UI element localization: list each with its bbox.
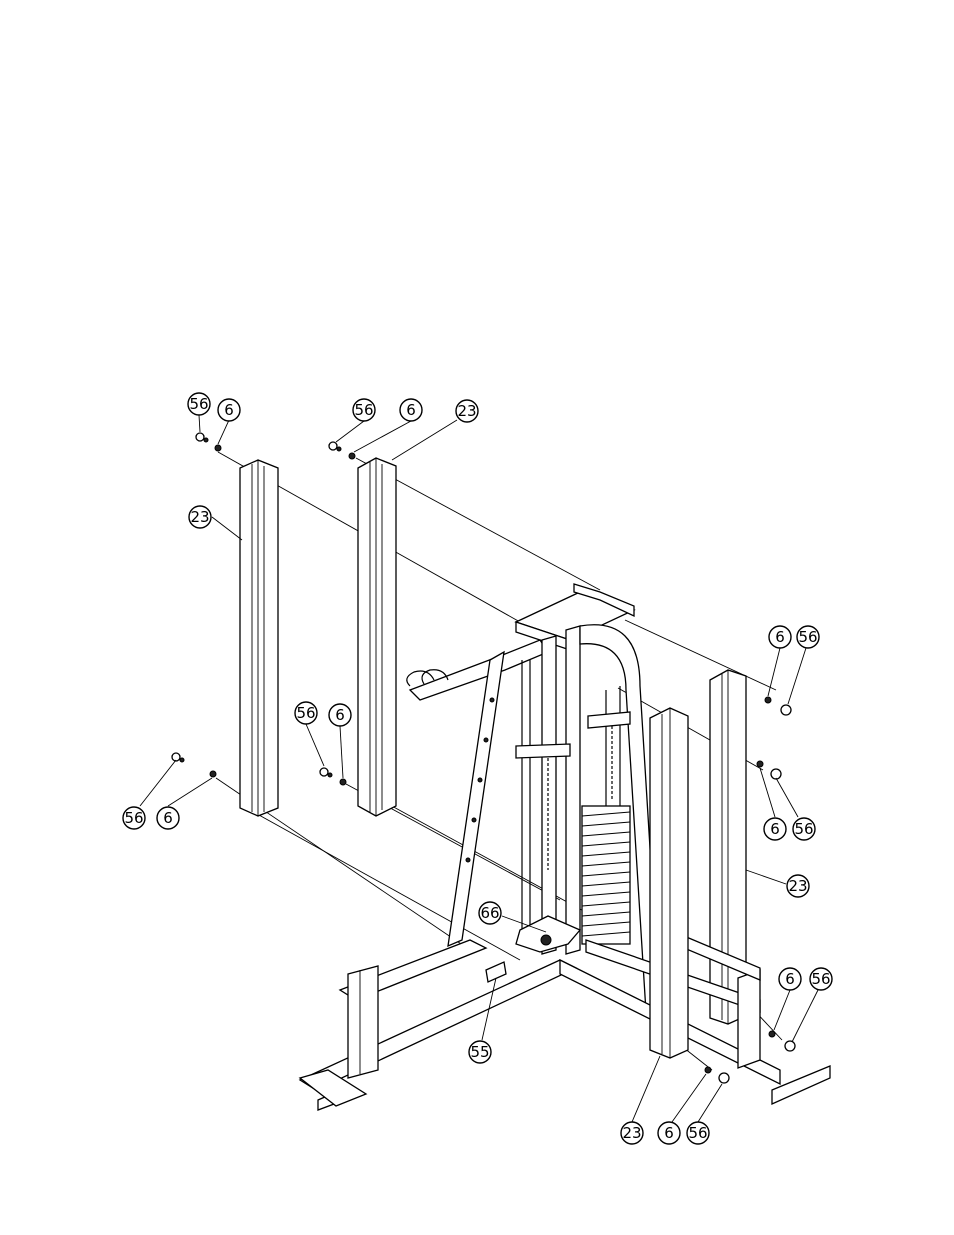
svg-text:23: 23 xyxy=(190,508,209,526)
callout-6-b: 6 xyxy=(400,399,422,421)
upright-cover-left xyxy=(240,460,278,816)
svg-text:56: 56 xyxy=(794,820,813,838)
svg-text:56: 56 xyxy=(296,704,315,722)
svg-text:23: 23 xyxy=(788,877,807,895)
callout-6-g: 6 xyxy=(779,968,801,990)
callout-6-e: 6 xyxy=(157,807,179,829)
callout-56-c: 56 xyxy=(797,626,819,648)
callout-23-b: 23 xyxy=(456,400,478,422)
svg-text:6: 6 xyxy=(785,970,795,988)
upright-cover-right-front xyxy=(650,708,688,1058)
callout-56-a: 56 xyxy=(188,393,210,415)
svg-text:56: 56 xyxy=(798,628,817,646)
svg-text:6: 6 xyxy=(163,809,173,827)
callout-23-d: 23 xyxy=(621,1122,643,1144)
svg-text:56: 56 xyxy=(811,970,830,988)
callout-6-a: 6 xyxy=(218,399,240,421)
callout-6-f: 6 xyxy=(764,818,786,840)
callout-56-b: 56 xyxy=(353,399,375,421)
callout-6-c: 6 xyxy=(769,626,791,648)
svg-text:56: 56 xyxy=(354,401,373,419)
svg-text:6: 6 xyxy=(335,706,345,724)
callout-23-a: 23 xyxy=(189,506,211,528)
svg-text:6: 6 xyxy=(664,1124,674,1142)
callout-56-f: 56 xyxy=(793,818,815,840)
callout-6-d: 6 xyxy=(329,704,351,726)
svg-text:6: 6 xyxy=(224,401,234,419)
svg-text:23: 23 xyxy=(622,1124,641,1142)
svg-text:6: 6 xyxy=(770,820,780,838)
callout-56-e: 56 xyxy=(123,807,145,829)
svg-text:55: 55 xyxy=(470,1043,489,1061)
svg-text:6: 6 xyxy=(406,401,416,419)
callout-56-h: 56 xyxy=(687,1122,709,1144)
upright-cover-center-left xyxy=(358,458,396,816)
callout-56-d: 56 xyxy=(295,702,317,724)
svg-text:56: 56 xyxy=(189,395,208,413)
callout-55: 55 xyxy=(469,1041,491,1063)
svg-text:23: 23 xyxy=(457,402,476,420)
callout-56-g: 56 xyxy=(810,968,832,990)
callout-66: 66 xyxy=(479,902,501,924)
svg-text:66: 66 xyxy=(480,904,499,922)
svg-text:56: 56 xyxy=(124,809,143,827)
callout-6-h: 6 xyxy=(658,1122,680,1144)
svg-text:56: 56 xyxy=(688,1124,707,1142)
callout-23-c: 23 xyxy=(787,875,809,897)
svg-text:6: 6 xyxy=(775,628,785,646)
